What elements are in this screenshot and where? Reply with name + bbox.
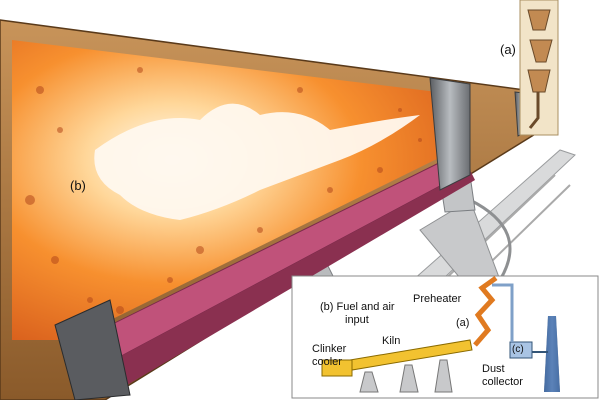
dust-label-line2: collector — [482, 376, 523, 388]
fuel-air-label-line2: input — [345, 314, 369, 326]
clinker-label-line1: Clinker — [312, 343, 347, 355]
main-label-a: (a) — [500, 42, 516, 57]
preheater-tower — [519, 0, 559, 136]
clinker-label-line2: cooler — [312, 356, 342, 368]
fire-texture — [25, 67, 422, 314]
main-label-b: (b) — [70, 178, 86, 193]
riding-rings — [54, 77, 531, 400]
dust-label-line1: Dust — [482, 363, 505, 375]
inset-label-c: (c) — [512, 344, 524, 355]
fuel-air-label-line1: (b) Fuel and air — [320, 301, 395, 313]
inset-labels: (b) Fuel and air input Preheater (a) Kil… — [312, 293, 524, 388]
preheater-label: Preheater — [413, 293, 462, 305]
kiln-shell — [0, 19, 546, 400]
flame-core — [94, 103, 421, 220]
kiln-label: Kiln — [382, 335, 400, 347]
inset-panel — [291, 275, 599, 399]
inset-label-a: (a) — [456, 317, 469, 329]
